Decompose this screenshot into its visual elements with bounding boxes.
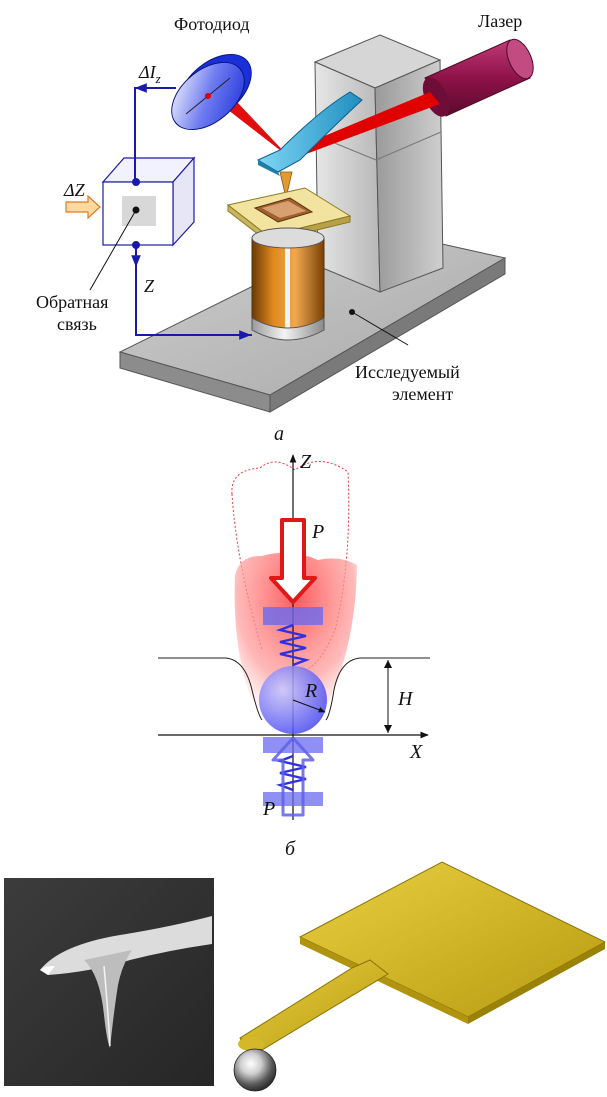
x-axis-label: X (409, 741, 423, 763)
sample-label-line1: Исследуемый (355, 362, 460, 382)
panel-a-afm-setup: Фотодиод Лазер ΔIz ΔZ Z Обратная связь И… (36, 11, 534, 445)
top-force-arrow (269, 518, 317, 604)
feedback-label-line2: связь (57, 314, 97, 334)
sample-leader-line (351, 311, 409, 346)
photodiode (171, 53, 252, 131)
delta-z-label: ΔZ (63, 180, 86, 200)
laser-label: Лазер (478, 11, 522, 31)
sample-label-line2: элемент (392, 384, 453, 404)
force-top-label: P (311, 521, 324, 543)
lower-spring (263, 737, 323, 806)
piezo-scanner (251, 227, 325, 341)
photodiode-label: Фотодиод (174, 14, 250, 34)
depth-label: H (397, 688, 414, 710)
laser-source (422, 38, 534, 117)
upper-spring (263, 607, 323, 667)
panel-a-label: а (274, 423, 284, 445)
surface-line-left (158, 657, 263, 721)
feedback-label-line1: Обратная (36, 292, 108, 312)
feedback-leader-line (89, 209, 137, 291)
delta-iz-label: ΔIz (138, 62, 161, 86)
force-bottom-label: P (262, 798, 275, 820)
cantilever (256, 91, 363, 199)
feedback-cube (101, 156, 196, 247)
colloidal-probe-render (233, 861, 607, 1092)
delta-z-input-arrow (65, 194, 101, 220)
panel-b-label: б (285, 838, 296, 860)
surface-line-right (325, 657, 430, 721)
z-label: Z (144, 276, 155, 296)
chrome-sphere (233, 1048, 277, 1092)
bottom-force-arrow (271, 736, 315, 817)
z-axis-label: Z (300, 451, 312, 473)
radius-label: R (304, 680, 317, 702)
scanner-tower (313, 34, 444, 293)
z-control-line (135, 245, 252, 336)
feedback-wiring (131, 83, 252, 340)
sem-tip-photo (4, 878, 214, 1086)
panel-b-indentation-model: Z X P P R H б (158, 451, 430, 860)
radius-arrow (292, 699, 326, 713)
